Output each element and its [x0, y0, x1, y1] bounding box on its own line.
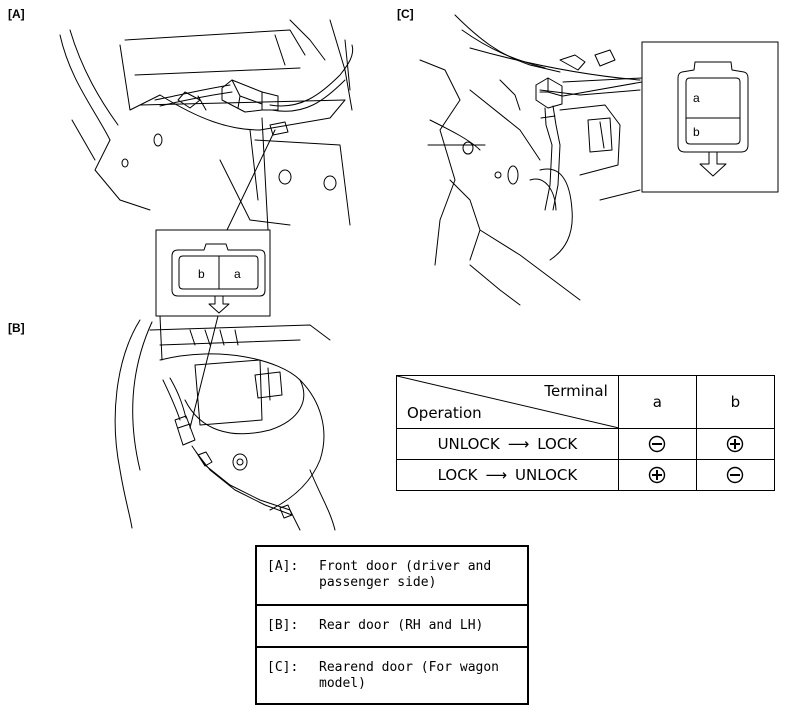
rear-door-drawing [114, 319, 336, 531]
header-operation: Operation [407, 404, 482, 422]
figure-label-a: [A] [8, 7, 25, 21]
legend-description: Rear door (RH and LH) [319, 618, 484, 633]
figure-label-c: [C] [397, 7, 414, 21]
legend-key: [B]: [267, 618, 299, 633]
arrow-right-icon: ⟶ [485, 466, 508, 484]
terminal-a-polarity [617, 459, 697, 491]
front-terminal-b: b [198, 267, 205, 281]
legend-key: [C]: [267, 660, 299, 675]
table-row: LOCK ⟶ UNLOCK [396, 459, 776, 491]
terminal-a-polarity [617, 428, 697, 460]
terminal-operation-table: Terminal Operation a b UNLOCK ⟶ LOCK LOCK ⟶… [396, 375, 776, 491]
arrow-right-icon: ⟶ [507, 435, 530, 453]
operation-cell: UNLOCK ⟶ LOCK [396, 428, 619, 460]
operation-cell: LOCK ⟶ UNLOCK [396, 459, 619, 491]
front-terminal-a: a [234, 267, 241, 281]
header-terminal: Terminal [544, 382, 608, 400]
legend-row-front-door: [A]: Front door (driver and passenger si… [257, 547, 527, 606]
table-row: UNLOCK ⟶ LOCK [396, 428, 776, 460]
table-header-corner: Terminal Operation [396, 375, 619, 429]
minus-circle-icon [648, 435, 666, 453]
operation-to: LOCK [537, 435, 578, 453]
legend-key: [A]: [267, 559, 299, 574]
rearend-door-drawing [419, 14, 779, 306]
operation-from: LOCK [437, 466, 478, 484]
legend-description: Front door (driver and passenger side) [319, 559, 492, 590]
plus-circle-icon [726, 435, 744, 453]
legend-description: Rearend door (For wagon model) [319, 660, 500, 691]
terminal-b-polarity [695, 459, 776, 491]
minus-circle-icon [726, 466, 744, 484]
plus-circle-icon [648, 466, 666, 484]
rearend-terminal-a: a [693, 91, 700, 105]
legend-row-rear-door: [B]: Rear door (RH and LH) [257, 606, 527, 648]
rearend-terminal-b: b [693, 125, 700, 139]
header-diagonal-line [397, 376, 619, 428]
column-header-b: b [695, 375, 776, 429]
legend-row-rearend-door: [C]: Rearend door (For wagon model) [257, 648, 527, 703]
figure-legend: [A]: Front door (driver and passenger si… [255, 545, 529, 705]
operation-to: UNLOCK [515, 466, 578, 484]
column-header-a: a [617, 375, 697, 429]
figure-label-b: [B] [8, 321, 25, 335]
front-door-drawing [59, 19, 354, 429]
terminal-b-polarity [695, 428, 776, 460]
operation-from: UNLOCK [437, 435, 500, 453]
